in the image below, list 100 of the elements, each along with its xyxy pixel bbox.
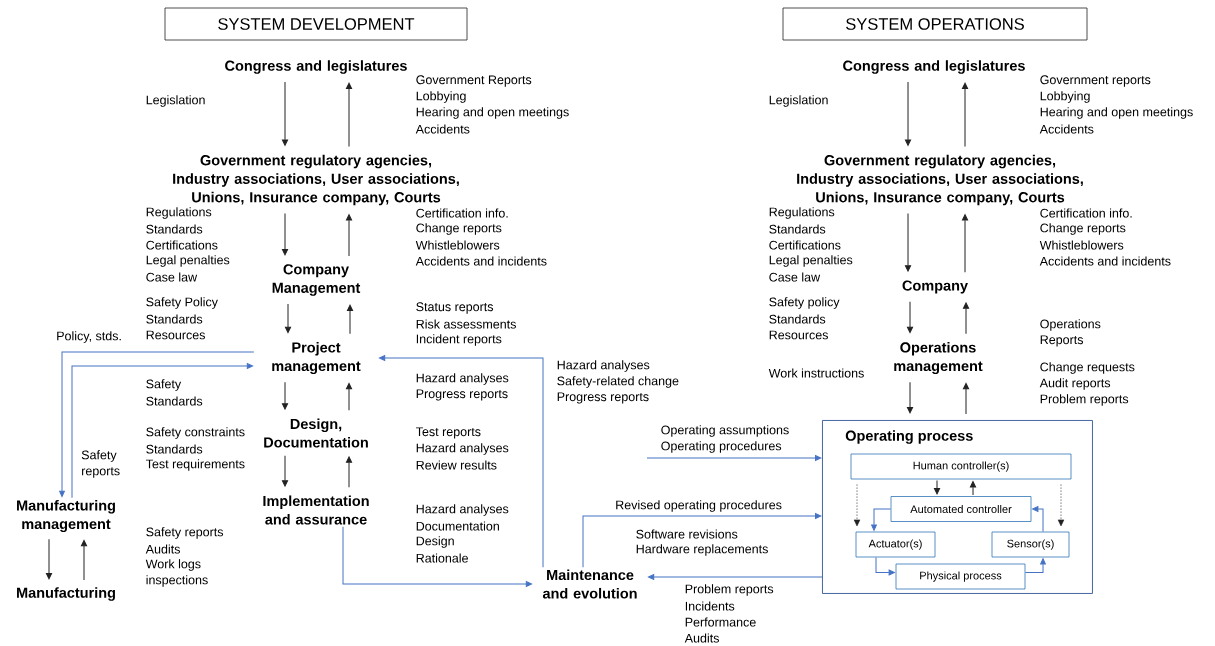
arrow [906, 381, 914, 414]
entity-label: Manufacturing [17, 587, 115, 601]
annotation-text: Design [416, 536, 454, 548]
annotation-text: Work instructions [768, 368, 864, 378]
annotation-text: Rationale [416, 553, 468, 563]
arrow [962, 302, 970, 335]
arrow [1024, 558, 1046, 573]
arrow [648, 574, 823, 580]
annotation-text: Audits [145, 544, 180, 554]
entity-label: Government regulatory agencies, Industry associations, User associations, Unions, Insurance company, Courts [173, 154, 459, 206]
arrow [1057, 484, 1065, 527]
process-box: Automated controller [890, 496, 1032, 522]
annotation-text: Standards [146, 314, 203, 324]
annotation-text: Standards [769, 224, 826, 234]
annotation-text: Certifications [769, 240, 841, 250]
annotation-text: Certifications [146, 240, 218, 250]
arrow [342, 526, 533, 587]
annotation-text: Accidents [1039, 124, 1094, 134]
annotation-text: Hazard analyses [557, 360, 650, 372]
annotation-text: Certification info. [416, 208, 508, 218]
annotation-text: Reports [1040, 335, 1084, 347]
arrow [904, 81, 912, 146]
arrow [284, 303, 292, 334]
annotation-text: Legal penalties [769, 255, 853, 267]
annotation-text: Hazard analyses [416, 443, 509, 455]
arrow [345, 214, 353, 257]
annotation-text: Legislation [146, 95, 205, 107]
annotation-text: Legislation [769, 95, 828, 107]
arrow [962, 382, 970, 415]
arrow [345, 382, 353, 411]
entity-label: Implementation and assurance [263, 495, 369, 525]
annotation-text: Case law [769, 272, 821, 282]
annotation-text: Status reports [416, 302, 494, 314]
arrow [582, 513, 822, 568]
annotation-text: Progress reports [557, 392, 649, 404]
annotation-text: Hazard analyses [416, 504, 509, 516]
annotation-text: Certification info. [1040, 208, 1132, 218]
annotation-text: Progress reports [416, 389, 508, 401]
annotation-text: Standards [146, 224, 203, 234]
arrow [80, 539, 88, 581]
annotation-text: Case law [146, 272, 198, 282]
annotation-text: Problem reports [685, 584, 774, 596]
annotation-text: Regulations [769, 207, 835, 219]
annotation-text: Accidents [415, 124, 470, 134]
annotation-text: Audits [684, 633, 719, 643]
annotation-text: Safety Policy [146, 297, 218, 309]
header-box: SYSTEM DEVELOPMENT [164, 7, 468, 41]
annotation-text: Review results [416, 460, 497, 470]
arrow [378, 355, 544, 568]
annotation-text: Standards [146, 444, 203, 454]
entity-label: Operations management [894, 341, 983, 375]
annotation-text: Incidents [685, 601, 735, 611]
annotation-text: Risk assessments [416, 319, 516, 329]
entity-label: Congress and legislatures [225, 60, 407, 74]
edge-label: Revised operating procedures [614, 499, 783, 513]
arrow [853, 484, 861, 527]
annotation-text: Performance [685, 617, 756, 627]
arrow [281, 381, 289, 410]
process-box: Actuator(s) [855, 531, 936, 558]
entity-label: Government regulatory agencies, Industry associations, User associations, Unions, Insurance company, Courts [797, 154, 1083, 206]
entity-label: Design, Documentation [264, 418, 368, 448]
process-box: Physical process [895, 563, 1026, 590]
annotation-text: Whistleblowers [1039, 240, 1124, 250]
arrow [45, 538, 53, 580]
arrow [906, 301, 914, 334]
arrow [933, 479, 941, 495]
annotation-text: Lobbying [416, 91, 466, 103]
annotation-text: Operating procedures [661, 441, 782, 453]
annotation-text: Safety policy [769, 297, 840, 309]
annotation-text: Lobbying [1040, 91, 1090, 103]
entity-label: Manufacturing management [17, 499, 115, 533]
annotation-text: Safety-related change [557, 376, 679, 388]
annotation-text: Safety constraints [146, 427, 245, 439]
annotation-text: Problem reports [1040, 394, 1129, 406]
annotation-text: Test requirements [146, 459, 245, 471]
entity-label: Company Management [272, 264, 361, 296]
arrow [875, 556, 895, 576]
header-box: SYSTEM OPERATIONS [782, 7, 1088, 41]
annotation-text: Operating assumptions [661, 425, 789, 437]
annotation-text: Change reports [416, 223, 502, 235]
annotation-text: Standards [769, 314, 826, 324]
annotation-text: Government reports [1040, 75, 1151, 87]
annotation-text: Software revisions [636, 529, 738, 539]
entity-label: Company [902, 280, 968, 294]
annotation-text: Safety reports [146, 527, 224, 539]
process-box: Sensor(s) [991, 531, 1070, 558]
annotation-text: Resources [769, 330, 828, 340]
arrow [871, 508, 892, 531]
entity-label: Project management [272, 341, 361, 375]
arrow [59, 351, 255, 497]
annotation-text: Change reports [1040, 223, 1126, 235]
entity-label: Congress and legislatures [843, 60, 1025, 74]
annotation-text: Work logs [145, 559, 201, 571]
arrow [281, 455, 289, 487]
entity-label: Maintenance and evolution [542, 569, 637, 599]
annotation-text: Incident reports [416, 334, 502, 346]
arrow [961, 82, 969, 148]
arrow [904, 212, 912, 272]
annotation-text: Operations [1040, 319, 1101, 331]
edge-label: Safety reports [80, 449, 133, 479]
